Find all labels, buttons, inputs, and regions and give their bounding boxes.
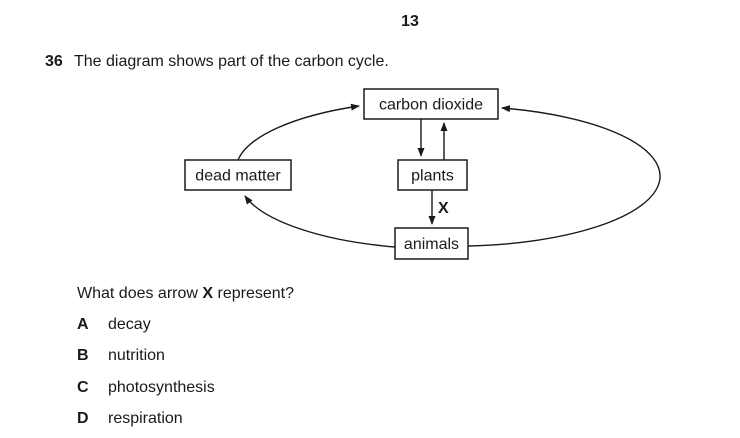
question-text: The diagram shows part of the carbon cyc… <box>74 53 389 70</box>
option-text-b: nutrition <box>108 347 165 364</box>
node-carbon-dioxide <box>363 88 499 120</box>
prompt-prefix: What does arrow <box>77 285 203 302</box>
prompt-suffix: represent? <box>213 285 295 302</box>
option-letter-c: C <box>77 379 89 396</box>
node-animals <box>394 227 469 260</box>
node-plants <box>397 159 468 191</box>
node-dead-matter-label: dead matter <box>195 168 281 185</box>
page-number: 13 <box>401 13 419 30</box>
node-animals-label: animals <box>404 236 459 253</box>
node-dead-matter <box>184 159 292 191</box>
node-plants-label: plants <box>411 168 454 185</box>
option-letter-a: A <box>77 316 89 333</box>
question-prompt: What does arrow X represent? <box>77 284 294 303</box>
option-letter-d: D <box>77 410 89 427</box>
arrow-animals-to-dead-matter <box>244 195 396 248</box>
arrow-dead-matter-to-carbon-dioxide <box>237 103 360 161</box>
arrow-animals-to-carbon-dioxide <box>467 105 661 247</box>
arrow-x-label: X <box>438 200 449 217</box>
option-text-a: decay <box>108 316 151 333</box>
prompt-arrow-x: X <box>202 285 214 302</box>
option-text-d: respiration <box>108 410 183 427</box>
option-text-c: photosynthesis <box>108 379 215 396</box>
option-letter-b: B <box>77 347 89 364</box>
node-carbon-dioxide-label: carbon dioxide <box>379 97 483 114</box>
question-number: 36 <box>45 53 63 70</box>
